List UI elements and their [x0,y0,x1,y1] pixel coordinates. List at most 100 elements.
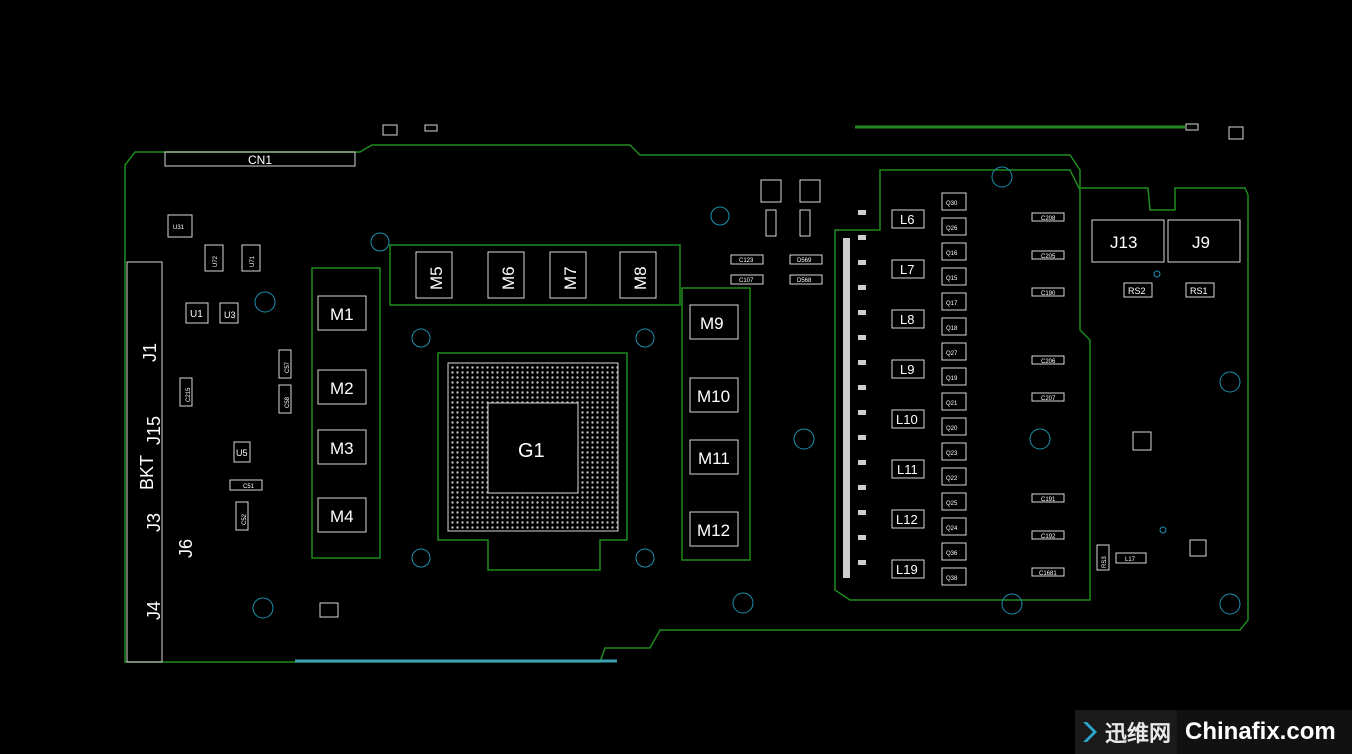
j3-label: J3 [144,513,164,532]
rs2-resistor [1123,282,1153,298]
j15-label: J15 [144,416,164,445]
m8-chip [619,251,657,299]
g1-die [487,402,579,494]
q27-label: Q27 [946,351,958,357]
u31-label: U31 [173,225,185,231]
l9-label: L9 [900,362,914,377]
m6-chip [487,251,525,299]
c215-label: C215 [186,387,192,402]
c215-cap [179,377,193,407]
q21-label: Q21 [946,401,958,407]
q25-label: Q25 [946,501,958,507]
m9-chip [689,304,739,340]
q16-label: Q16 [946,251,958,257]
watermark-cn-text: 迅维网 [1105,722,1172,747]
cn1-label: CN1 [248,153,272,167]
memory-left-outline [311,267,381,559]
c107-cap [730,274,764,285]
m11-label: M11 [698,449,730,468]
d569-label: D569 [797,258,812,264]
l19-label: L19 [896,562,918,577]
l9-inductor [891,359,925,379]
l19-inductor [891,559,925,579]
capacitor-column: C208 C205 C190 C206 C207 C191 C192 C1681 [1031,212,1065,577]
q38-label: Q38 [946,576,958,582]
memory-right-outline [681,287,751,561]
u71-label: U71 [250,255,256,267]
d569-diode [789,254,823,265]
svg-text:C191: C191 [1041,497,1056,503]
c52-label: C52 [242,513,248,525]
m4-label: M4 [330,507,354,526]
l11-inductor [891,459,925,479]
m5-chip [415,251,453,299]
l10-inductor [891,409,925,429]
c58-cap [278,384,292,414]
watermark: 迅维网 Chinafix.com [1075,710,1352,754]
c57-cap [278,349,292,379]
m10-chip [689,377,739,413]
c123-cap [730,254,764,265]
m2-label: M2 [330,379,354,398]
m4-chip [317,497,367,533]
l6-inductor [891,209,925,229]
q20-label: Q20 [946,426,958,432]
q18-label: Q18 [946,326,958,332]
rs1-label: RS1 [1190,286,1208,296]
l6-label: L6 [900,212,914,227]
j13-label: J13 [1110,233,1137,252]
m7-label: M7 [561,266,580,290]
q22-label: Q22 [946,476,958,482]
m9-label: M9 [700,314,724,333]
u1-chip [185,302,209,324]
cn1-connector [164,151,356,167]
q36-label: Q36 [946,551,958,557]
u31-chip [167,214,193,238]
board-outline [124,144,1249,663]
q15-label: Q15 [946,276,958,282]
m8-label: M8 [631,266,650,290]
c51-cap [229,479,263,491]
m12-chip [689,511,739,547]
u71-chip [241,244,261,272]
d568-label: D568 [797,278,812,284]
c51-label: C51 [243,484,255,490]
j13-connector [1091,219,1165,263]
svg-text:C206: C206 [1041,359,1056,365]
q30-label: Q30 [946,201,958,207]
l12-label: L12 [896,512,918,527]
j6-label: J6 [176,539,196,558]
svg-text:C190: C190 [1041,291,1056,297]
l7-label: L7 [900,262,914,277]
g1-label: G1 [518,440,545,462]
c107-label: C107 [739,278,754,284]
svg-text:C207: C207 [1041,396,1056,402]
svg-text:C208: C208 [1041,216,1056,222]
rs3-resistor [1096,544,1110,571]
c58-label: C58 [285,396,291,408]
l7-inductor [891,259,925,279]
m7-chip [549,251,587,299]
vrm-outline [834,169,1091,601]
q23-label: Q23 [946,451,958,457]
mounting-holes [252,166,1241,619]
misc-components [319,123,1244,618]
gpu-outline [437,352,628,571]
memory-top-outline [389,244,681,306]
l8-inductor [891,309,925,329]
d568-diode [789,274,823,285]
l12-inductor [891,509,925,529]
q26-label: Q26 [946,226,958,232]
m10-label: M10 [697,387,730,406]
m1-label: M1 [330,305,354,324]
c52-cap [235,501,249,531]
bkt-label: BKT [137,455,157,490]
c123-label: C123 [739,258,754,264]
rs2-label: RS2 [1128,286,1146,296]
j1-label: J1 [140,343,160,362]
u5-chip [233,441,251,463]
rs3-label: RS3 [1102,556,1108,568]
u1-label: U1 [190,309,203,320]
j9-connector [1167,219,1241,263]
